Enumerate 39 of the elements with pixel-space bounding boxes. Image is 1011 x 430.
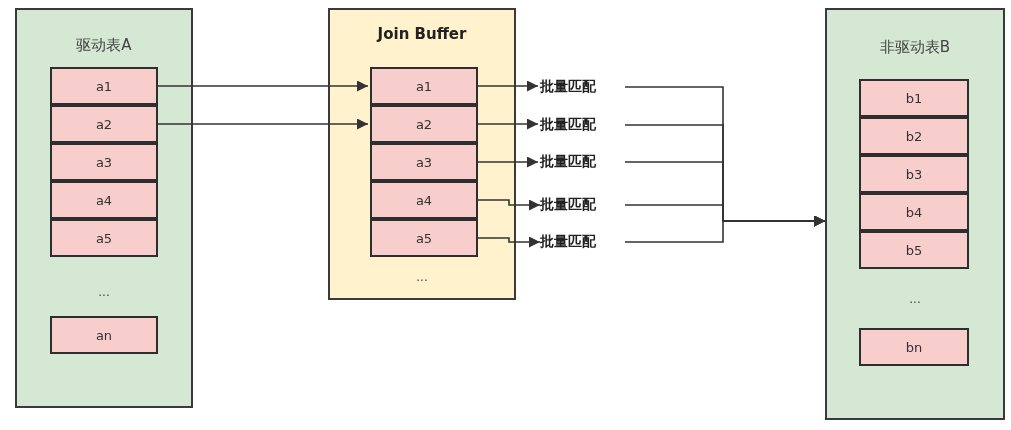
row-box: a3 (370, 143, 478, 181)
table-panel (15, 8, 193, 408)
arrow (477, 80, 539, 92)
row-box: a2 (50, 105, 158, 143)
arrow (157, 118, 369, 130)
arrow (477, 118, 539, 130)
arrow (477, 156, 539, 168)
match-label: 批量匹配 (540, 149, 620, 175)
arrow (157, 80, 369, 92)
table-panel (825, 8, 1005, 420)
row-box: a5 (370, 219, 478, 257)
row-box: b3 (859, 155, 969, 193)
arrow (477, 236, 541, 248)
row-box: a1 (50, 67, 158, 105)
panel-title: 驱动表A (75, 36, 133, 55)
arrow (624, 215, 826, 243)
panel-title: 非驱动表B (878, 38, 952, 57)
ellipsis: ... (908, 292, 922, 306)
ellipsis: ... (415, 270, 429, 284)
row-box: a5 (50, 219, 158, 257)
row-box: a2 (370, 105, 478, 143)
match-label: 批量匹配 (540, 74, 620, 100)
panel-title: Join Buffer (375, 25, 468, 43)
row-box: b2 (859, 117, 969, 155)
row-box: an (50, 316, 158, 354)
match-label: 批量匹配 (540, 112, 620, 138)
ellipsis: ... (97, 285, 111, 299)
buffer-panel (328, 8, 516, 300)
row-box: a4 (50, 181, 158, 219)
row-box: b5 (859, 231, 969, 269)
row-box: bn (859, 328, 969, 366)
match-label: 批量匹配 (540, 229, 620, 255)
row-box: a3 (50, 143, 158, 181)
match-label: 批量匹配 (540, 192, 620, 218)
row-box: a4 (370, 181, 478, 219)
row-box: b1 (859, 79, 969, 117)
arrow (477, 199, 541, 211)
row-box: b4 (859, 193, 969, 231)
row-box: a1 (370, 67, 478, 105)
